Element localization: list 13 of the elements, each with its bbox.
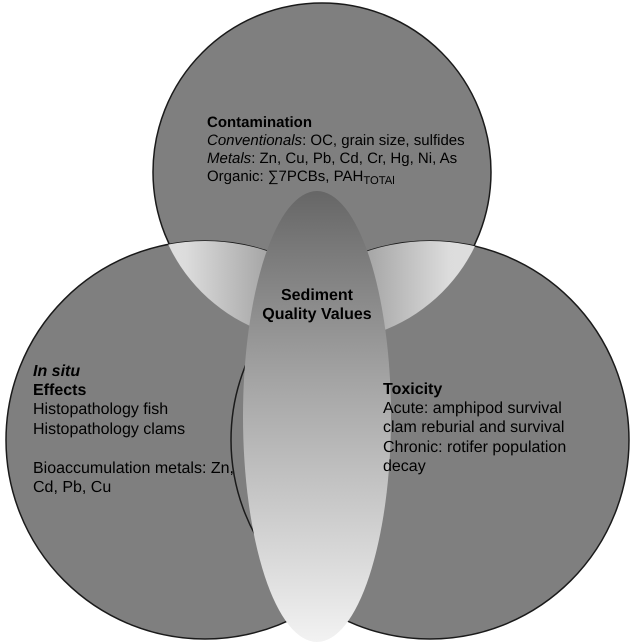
circle-heading: In situ Effects — [33, 362, 88, 400]
circle-text: Bioaccumulation metals: Zn, Cd, Pb, Cu — [33, 458, 235, 498]
circle-text: Histopathology fish — [33, 400, 170, 420]
circle-heading: Sediment Quality Values — [261, 286, 373, 324]
circle-text: Histopathology clams — [33, 420, 186, 439]
circle-heading: Toxicity — [383, 380, 444, 400]
circle-text: Acute: amphipod survival — [383, 399, 563, 418]
circle-text: Conventionals: OC, grain size, sulfides — [207, 132, 466, 150]
circle-text: clam reburial and survival — [383, 418, 566, 438]
circle-heading: Contamination — [207, 114, 313, 132]
circle-text: Metals: Zn, Cu, Pb, Cd, Cr, Hg, Ni, As — [207, 150, 458, 168]
circle-text: Organic: ∑7PCBs, PAH$_{TOTAl}$ — [207, 168, 396, 186]
circle-text: Chronic: rotifer population decay — [383, 438, 568, 476]
